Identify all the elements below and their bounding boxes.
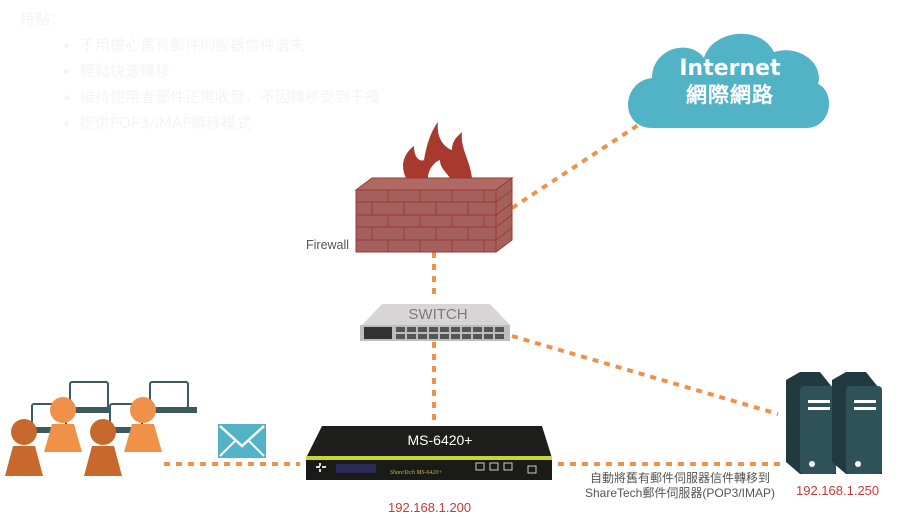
switch-icon — [360, 304, 510, 341]
svg-text:ShareTech MS-6420+: ShareTech MS-6420+ — [390, 469, 442, 476]
feature-item: 提供POP3/IMAP轉移模式 — [80, 110, 380, 136]
migration-note-line1: 自動將舊有郵件伺服器信件轉移到 — [589, 471, 770, 485]
firewall-label: Firewall — [306, 238, 350, 252]
feature-item: 輕鬆快速轉移 — [80, 58, 380, 84]
feature-item: 維持使用者郵件正常收發，不因轉移受到干擾 — [80, 84, 380, 110]
appliance-ip: 192.168.1.200 — [388, 500, 472, 515]
internet-title-zh: 網際網路 — [686, 83, 774, 107]
internet-title-en: Internet — [679, 56, 781, 81]
features-heading: 特點： — [20, 10, 66, 28]
flame-icon — [403, 122, 472, 178]
appliance-model-label: MS-6420+ — [407, 432, 473, 448]
link-firewall-internet — [510, 114, 654, 210]
internet-label: Internet 網際網路 — [660, 56, 800, 108]
mail-server-ip: 192.168.1.250 — [796, 483, 880, 498]
migration-note: 自動將舊有郵件伺服器信件轉移到 ShareTech郵件伺服器(POP3/IMAP… — [560, 471, 800, 501]
migration-note-line2: ShareTech郵件伺服器(POP3/IMAP) — [584, 486, 776, 500]
link-switch-server — [511, 334, 779, 416]
mail-envelope-icon — [218, 424, 266, 458]
ms-6420-appliance-icon: ShareTech MS-6420+ — [306, 426, 552, 480]
firewall-icon — [354, 177, 514, 253]
user-icons — [5, 397, 162, 476]
feature-item: 不用擔心舊有郵件伺服器信件遺失 — [80, 32, 380, 58]
mail-server-icon — [786, 372, 882, 474]
switch-label: SWITCH — [408, 306, 468, 323]
internet-cloud-icon — [628, 33, 830, 128]
features-block: 特點： 不用擔心舊有郵件伺服器信件遺失 輕鬆快速轉移 維持使用者郵件正常收發，不… — [20, 6, 380, 136]
